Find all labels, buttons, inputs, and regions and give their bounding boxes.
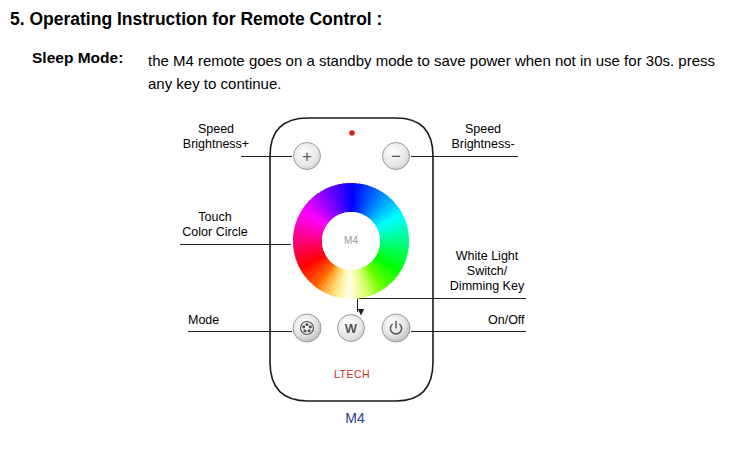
mode-heading: Sleep Mode: bbox=[32, 49, 123, 67]
power-button bbox=[382, 314, 410, 342]
remote-body-outline bbox=[270, 118, 433, 401]
touch-color-circle: M4 bbox=[293, 183, 409, 299]
note-text: the M4 remote goes on a standby mode to … bbox=[148, 49, 740, 95]
button-symbol: − bbox=[391, 148, 401, 165]
leader-line bbox=[241, 156, 292, 157]
remote-body: LTECH + − M4W bbox=[270, 117, 434, 401]
remote-button: W bbox=[337, 314, 365, 342]
model-mark: M4 bbox=[344, 236, 358, 246]
button-symbol: + bbox=[302, 148, 312, 165]
callout-label: Mode bbox=[188, 313, 219, 328]
color-segment bbox=[347, 183, 352, 212]
callout-label: White Light Switch/ Dimming Key bbox=[448, 249, 526, 294]
remote-button: − bbox=[382, 142, 410, 170]
callout-label: Speed Brightness+ bbox=[178, 122, 254, 152]
section-title: 5. Operating Instruction for Remote Cont… bbox=[10, 9, 382, 30]
leader-line bbox=[358, 299, 527, 313]
callout-label: Speed Brightness- bbox=[448, 122, 518, 152]
leader-lines bbox=[180, 157, 526, 332]
brand-logo: LTECH bbox=[270, 369, 434, 380]
indicator-led bbox=[349, 130, 355, 136]
leader-line bbox=[188, 331, 292, 332]
leader-line bbox=[180, 244, 291, 245]
mode-button bbox=[293, 314, 321, 342]
leader-line bbox=[411, 156, 518, 157]
button-symbol: W bbox=[345, 322, 357, 335]
leader-line bbox=[411, 331, 526, 332]
callout-label: Touch Color Circle bbox=[175, 210, 255, 240]
model-caption: M4 bbox=[330, 410, 380, 426]
remote-button: + bbox=[293, 142, 321, 170]
callout-label: On/Off bbox=[488, 313, 525, 328]
wheel-center bbox=[322, 212, 380, 270]
